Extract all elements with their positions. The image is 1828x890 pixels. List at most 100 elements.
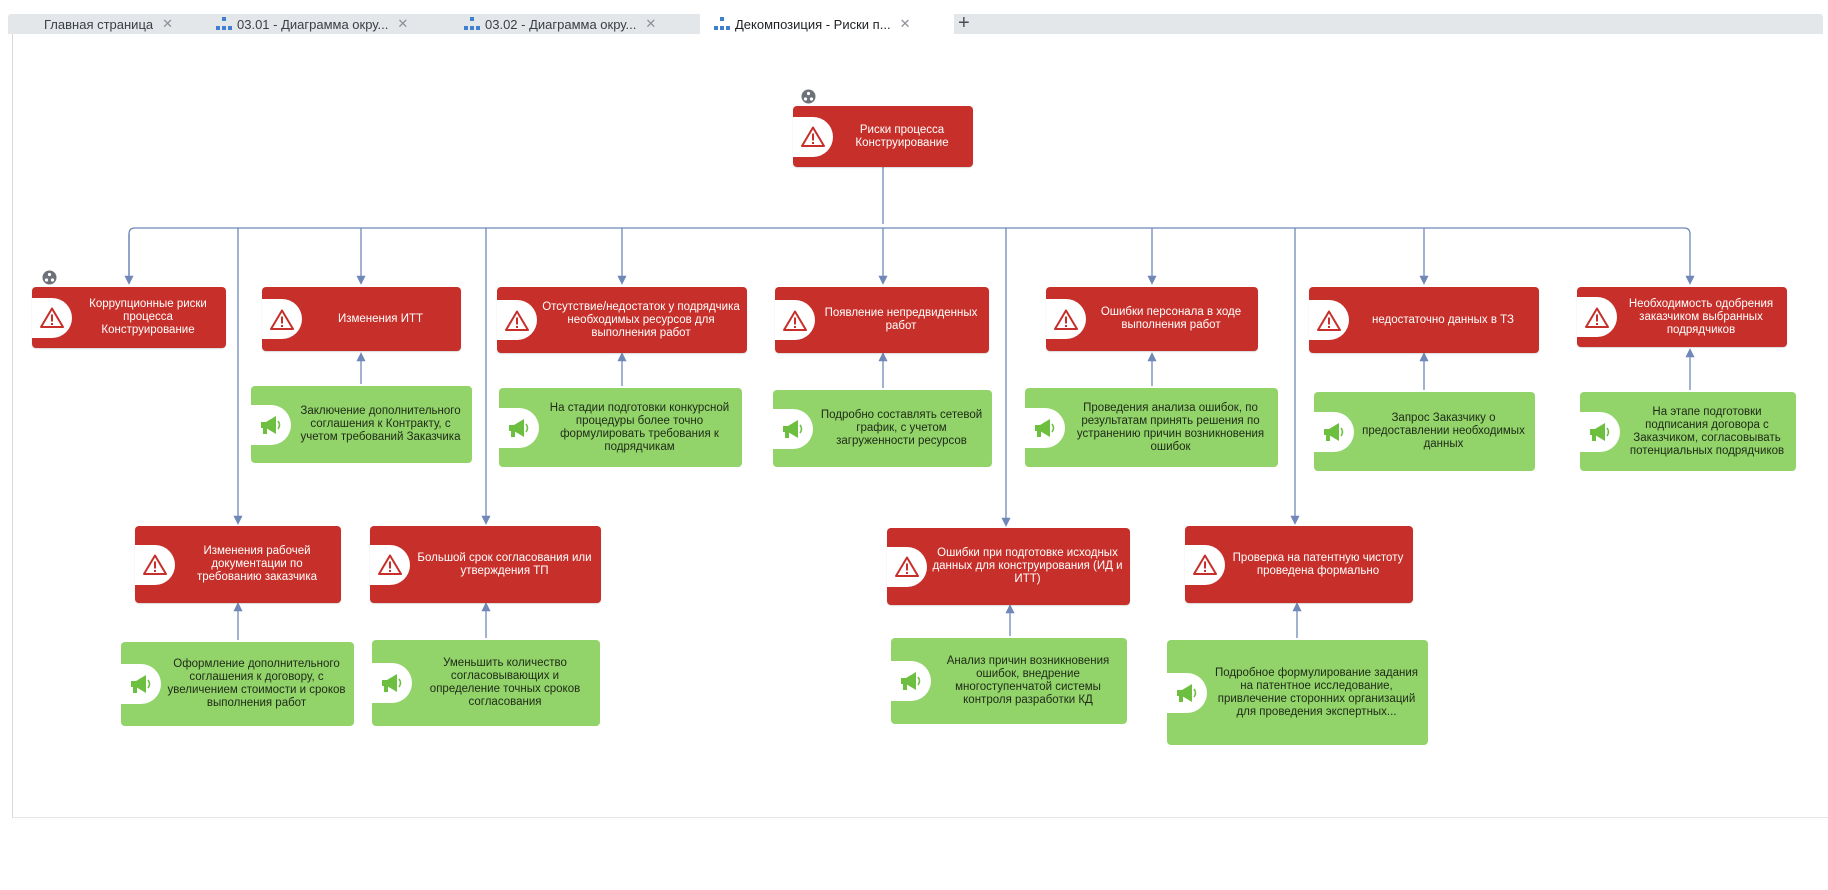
warning-icon xyxy=(801,126,825,147)
measure-badge xyxy=(121,664,161,704)
risk-badge xyxy=(1046,299,1086,339)
measure-node[interactable]: На этапе подготовки подписания договора … xyxy=(1580,392,1796,471)
close-icon[interactable]: ✕ xyxy=(899,16,911,31)
warning-icon xyxy=(378,554,402,575)
megaphone-icon xyxy=(1590,422,1610,441)
megaphone-icon xyxy=(783,419,803,438)
measure-node[interactable]: Оформление дополнительного соглашения к … xyxy=(121,642,354,726)
risk-node-label: Проверка на патентную чистоту проведена … xyxy=(1232,551,1404,577)
warning-icon xyxy=(505,310,529,331)
warning-icon xyxy=(40,307,64,328)
warning-icon xyxy=(1054,309,1078,330)
measure-node-label: На этапе подготовки подписания договора … xyxy=(1629,405,1785,457)
risk-node[interactable]: Большой срок согласования или утверждени… xyxy=(370,526,601,603)
risk-node[interactable]: Появление непредвиденных работ xyxy=(775,287,989,353)
risk-node[interactable]: Ошибки персонала в ходе выполнения работ xyxy=(1046,287,1258,351)
close-icon[interactable]: ✕ xyxy=(645,16,657,31)
risk-node-label: Изменения ИТТ xyxy=(337,312,424,325)
measure-badge xyxy=(891,661,931,701)
decomposition-icon[interactable] xyxy=(801,89,816,104)
measure-badge xyxy=(1025,407,1065,448)
measure-badge xyxy=(251,404,291,445)
megaphone-icon xyxy=(1324,422,1344,441)
connector xyxy=(128,227,1695,285)
risk-node[interactable]: Необходимость одобрения заказчиком выбра… xyxy=(1577,287,1787,347)
tab-decomposition[interactable]: Декомпозиция - Риски п... ✕ xyxy=(700,14,954,34)
tab-home[interactable]: Главная страница ✕ xyxy=(22,14,212,34)
risk-badge xyxy=(135,544,175,585)
risk-node-label: Ошибки персонала в ходе выполнения работ xyxy=(1100,306,1242,331)
risk-node-label: Большой срок согласования или утверждени… xyxy=(417,551,592,577)
risk-node-label: недостаточно данных в ТЗ xyxy=(1371,313,1514,326)
risk-node-label: Ошибки при подготовке исходных данных дл… xyxy=(932,547,1123,585)
risk-badge xyxy=(370,544,410,585)
warning-icon xyxy=(270,309,294,330)
measure-node-label: На стадии подготовки конкурсной процедур… xyxy=(549,401,730,453)
tab-diagram-0301[interactable]: 03.01 - Диаграмма окру... ✕ xyxy=(202,14,456,34)
warning-icon xyxy=(1193,554,1217,575)
risk-node-root[interactable]: Риски процесса Конструирование xyxy=(793,106,973,167)
measure-badge xyxy=(773,408,813,449)
measure-node[interactable]: На стадии подготовки конкурсной процедур… xyxy=(499,388,742,467)
warning-icon xyxy=(1585,307,1609,328)
risk-node-label: Появление непредвиденных работ xyxy=(824,307,978,332)
close-icon[interactable]: ✕ xyxy=(162,16,174,31)
risk-node-label: Необходимость одобрения заказчиком выбра… xyxy=(1628,297,1774,336)
measure-node-label: Проведения анализа ошибок, по результата… xyxy=(1076,401,1265,453)
risk-badge xyxy=(32,297,72,338)
risk-node[interactable]: недостаточно данных в ТЗ xyxy=(1309,287,1539,353)
close-icon[interactable]: ✕ xyxy=(397,16,409,31)
risk-badge xyxy=(1577,297,1617,337)
risk-node[interactable]: Изменения ИТТ xyxy=(262,287,461,351)
measure-node[interactable]: Анализ причин возникновения ошибок, внед… xyxy=(891,638,1127,724)
measure-node[interactable]: Запрос Заказчику о предоставлении необхо… xyxy=(1314,392,1535,471)
megaphone-icon xyxy=(1177,683,1197,702)
risk-badge xyxy=(262,299,302,339)
measure-node-label: Подробно составлять сетевой график, с уч… xyxy=(820,409,983,447)
hierarchy-icon xyxy=(464,17,480,31)
measure-node-label: Подробное формулирование задания на пате… xyxy=(1214,666,1419,718)
tab-label: Главная страница xyxy=(44,16,154,32)
risk-badge xyxy=(793,116,833,157)
megaphone-icon xyxy=(901,672,921,690)
risk-node[interactable]: Ошибки при подготовке исходных данных дл… xyxy=(887,528,1130,605)
add-tab-button[interactable]: + xyxy=(958,12,970,34)
risk-node[interactable]: Отсутствие/недостаток у подрядчика необх… xyxy=(497,287,747,353)
measure-badge xyxy=(1580,411,1620,452)
measure-node-label: Запрос Заказчику о предоставлении необхо… xyxy=(1362,412,1525,450)
measure-node-label: Анализ причин возникновения ошибок, внед… xyxy=(946,655,1110,706)
measure-badge xyxy=(499,407,539,448)
tab-label: 03.01 - Диаграмма окру... xyxy=(237,16,389,32)
hierarchy-icon xyxy=(714,17,730,31)
risk-badge xyxy=(1185,544,1225,585)
measure-node-label: Заключение дополнительного соглашения к … xyxy=(300,405,461,443)
risk-node-label: Коррупционные риски процесса Конструиров… xyxy=(89,298,207,336)
risk-node-label: Изменения рабочей документации по требов… xyxy=(196,545,318,583)
measure-node-label: Уменьшить количество согласовывающих и о… xyxy=(429,657,581,708)
megaphone-icon xyxy=(131,675,151,693)
hierarchy-icon xyxy=(216,17,232,31)
measure-node[interactable]: Подробное формулирование задания на пате… xyxy=(1167,640,1428,745)
measure-badge xyxy=(1167,672,1207,713)
measure-node[interactable]: Проведения анализа ошибок, по результата… xyxy=(1025,388,1278,467)
risk-badge xyxy=(1309,300,1349,340)
tab-diagram-0302[interactable]: 03.02 - Диаграмма окру... ✕ xyxy=(450,14,704,34)
measure-badge xyxy=(1314,411,1354,452)
risk-node-label: Риски процесса Конструирование xyxy=(855,123,949,149)
risk-node[interactable]: Изменения рабочей документации по требов… xyxy=(135,526,341,603)
measure-node[interactable]: Уменьшить количество согласовывающих и о… xyxy=(372,640,600,726)
megaphone-icon xyxy=(261,415,281,434)
tab-bar: Главная страница ✕ 03.01 - Диаграмма окр… xyxy=(0,0,1828,34)
measure-node[interactable]: Заключение дополнительного соглашения к … xyxy=(251,386,472,463)
warning-icon xyxy=(143,554,167,575)
warning-icon xyxy=(1317,310,1341,331)
megaphone-icon xyxy=(509,418,529,437)
measure-badge xyxy=(372,663,412,703)
decomposition-icon[interactable] xyxy=(42,270,57,285)
measure-node[interactable]: Подробно составлять сетевой график, с уч… xyxy=(773,390,992,467)
risk-node[interactable]: Коррупционные риски процесса Конструиров… xyxy=(32,287,226,348)
warning-icon xyxy=(895,556,919,577)
warning-icon xyxy=(783,310,807,331)
risk-node[interactable]: Проверка на патентную чистоту проведена … xyxy=(1185,526,1413,603)
